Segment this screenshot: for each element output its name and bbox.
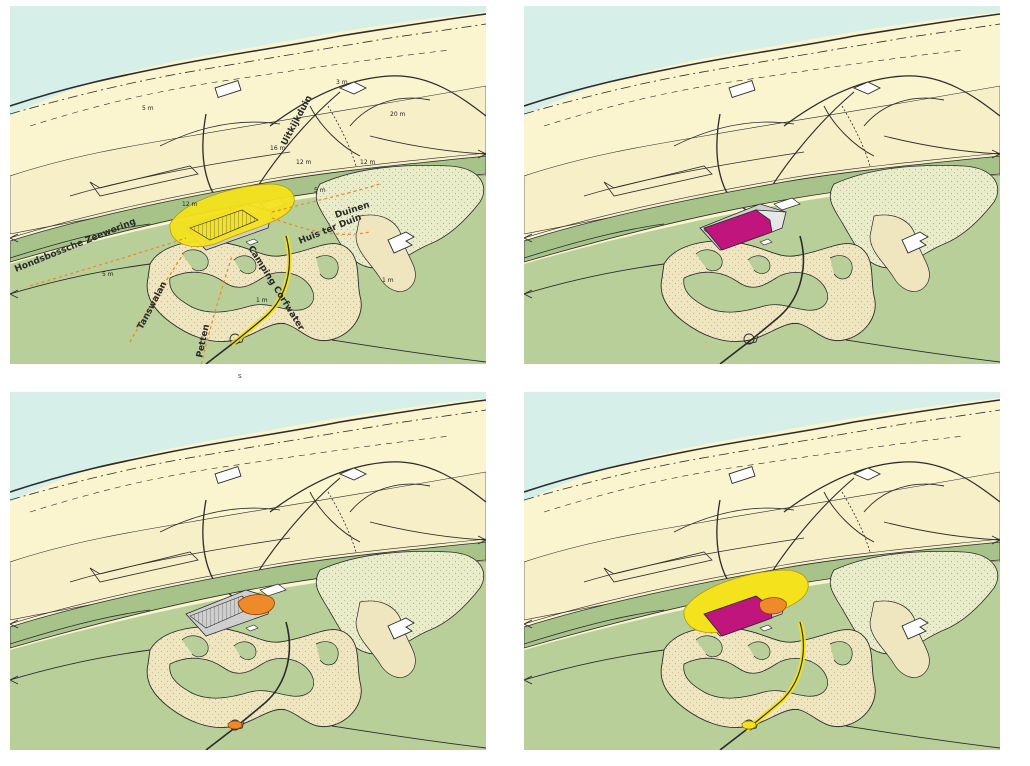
elevation-markers: 5 m 16 m 12 m 20 m 12 m 12 m 1 m 1 m 5 m… (102, 79, 406, 304)
footnote: s (238, 372, 242, 380)
map-svg (524, 392, 1000, 750)
elev-mark: 16 m (270, 145, 286, 152)
elev-mark: 5 m (102, 271, 114, 278)
elev-mark: 12 m (360, 159, 376, 166)
elev-mark: 1 m (382, 277, 394, 284)
orange-zone (759, 597, 787, 615)
orange-zone (237, 594, 275, 616)
elev-mark: 12 m (182, 201, 198, 208)
map-panel-combined (524, 392, 1000, 750)
elev-mark: 20 m (390, 111, 406, 118)
elev-mark: 1 m (256, 297, 268, 304)
elev-mark: 5 m (314, 187, 326, 194)
orange-roundabout (227, 720, 243, 730)
map-panel-magenta (524, 6, 1000, 364)
elev-mark: 3 m (336, 79, 348, 86)
map-svg (10, 392, 486, 750)
elev-mark: 12 m (296, 159, 312, 166)
map-panel-annotated: Uitkijkduin Duinen Huis ter Duin Hondsbo… (10, 6, 486, 364)
map-svg: Uitkijkduin Duinen Huis ter Duin Hondsbo… (10, 6, 486, 364)
elev-mark: 5 m (142, 105, 154, 112)
map-svg (524, 6, 1000, 364)
map-panel-orange (10, 392, 486, 750)
